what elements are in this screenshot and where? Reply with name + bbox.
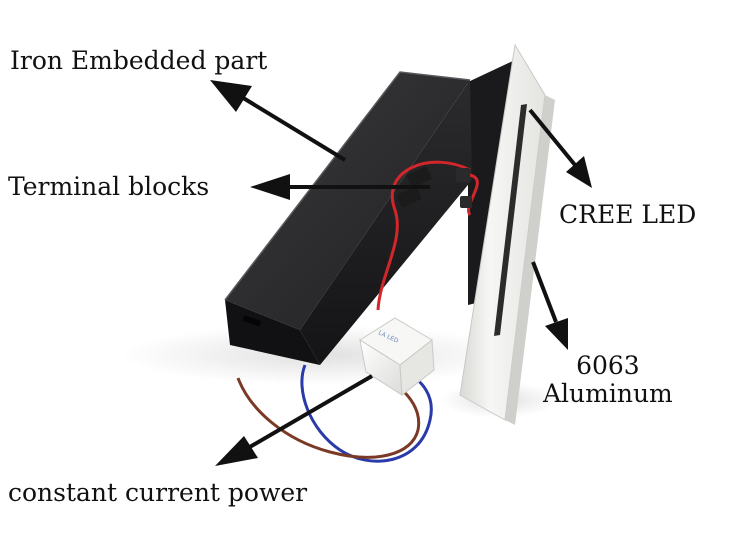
label-terminal-blocks: Terminal blocks (8, 172, 210, 201)
arrow-aluminum (531, 261, 558, 323)
label-iron-embedded-part: Iron Embedded part (10, 46, 268, 75)
arrow-iron-embedded-head (210, 80, 252, 112)
aluminum-face-plate (459, 43, 555, 425)
terminal-block-connectors (396, 166, 472, 208)
cree-led-slot (494, 104, 527, 336)
label-aluminum-grade: 6063 (576, 351, 640, 380)
annotation-arrows (210, 80, 592, 466)
label-constant-current-power: constant current power (8, 478, 308, 507)
blue-wire (300, 364, 433, 463)
arrow-aluminum-head (545, 318, 568, 350)
arrow-iron-embedded (238, 94, 347, 162)
red-wire (376, 160, 471, 311)
arrow-constant-current-head (215, 436, 258, 466)
brown-wire (236, 377, 421, 459)
label-cree-led: CREE LED (559, 200, 697, 229)
arrow-cree-led (528, 108, 577, 167)
arrow-cree-led-head (566, 156, 592, 188)
arrow-constant-current (246, 374, 374, 450)
label-6063-aluminum: 6063 Aluminum (543, 352, 673, 408)
arrow-terminal-blocks-head (250, 174, 290, 200)
label-aluminum-material: Aluminum (543, 379, 673, 408)
red-wire-short (467, 173, 479, 216)
constant-current-driver: LA LED (359, 317, 435, 396)
